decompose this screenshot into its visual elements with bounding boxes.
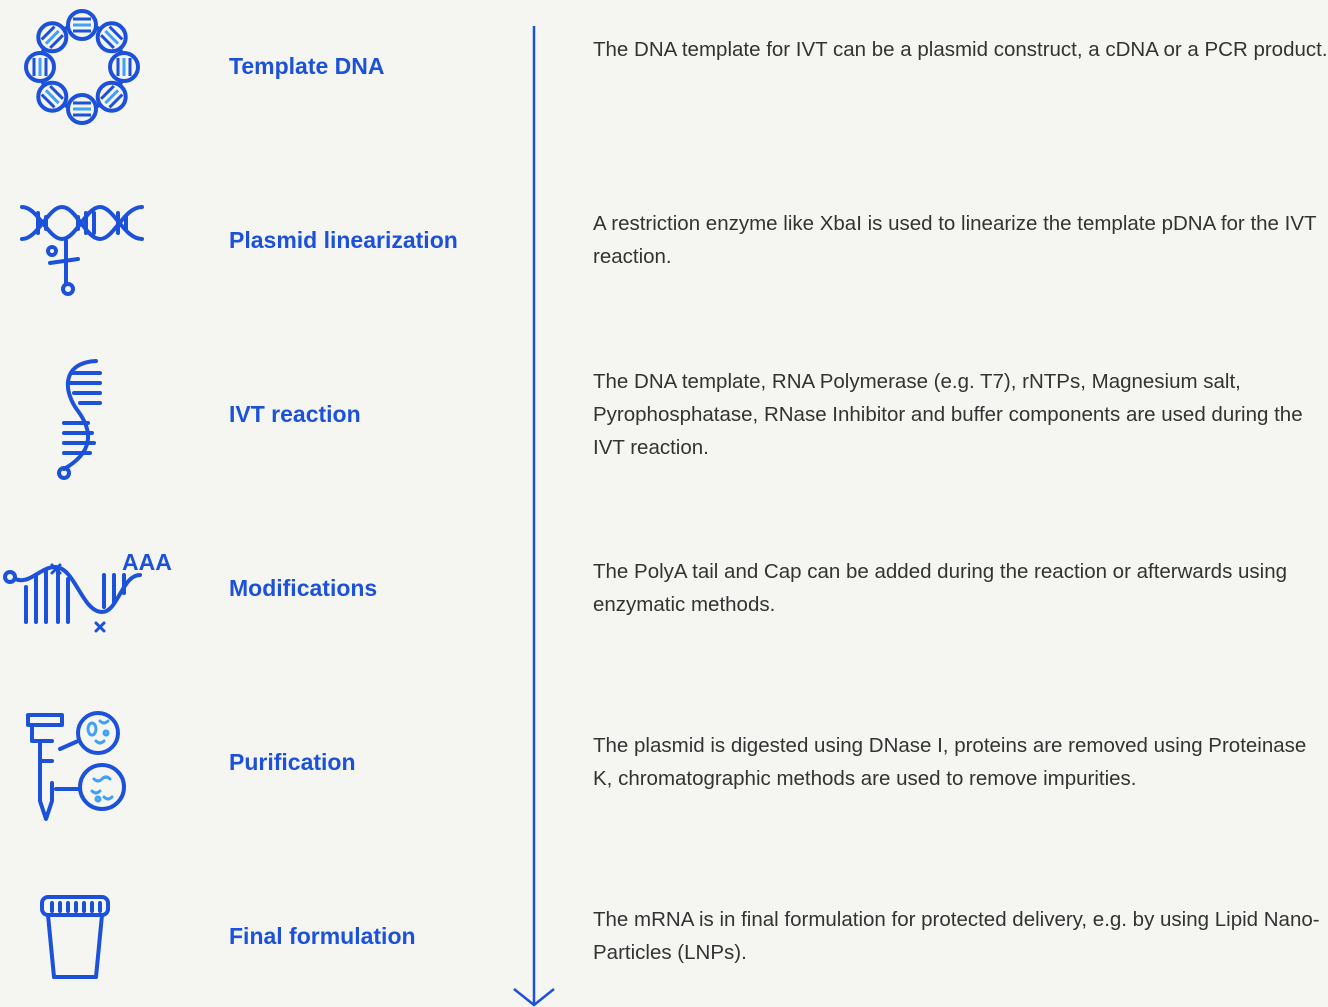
step-description: The PolyA tail and Cap can be added duri… — [593, 560, 1288, 616]
step-description: The DNA template, RNA Polymerase (e.g. T… — [593, 370, 1303, 459]
rna-strand-icon — [0, 353, 190, 480]
dna-bead-stripe — [40, 93, 56, 109]
dna-bead-stripe — [108, 25, 124, 41]
step-plasmid-linearization: Plasmid linearization A restriction enzy… — [0, 179, 1328, 299]
circular-plasmid-dna-icon — [0, 5, 190, 125]
step-title: IVT reaction — [229, 401, 361, 427]
test-tube-petri-dish-icon — [0, 701, 190, 821]
dna-bead-stripe — [44, 89, 60, 105]
dna-bead-stripe — [108, 93, 124, 109]
dna-bead-stripe — [40, 25, 56, 41]
step-description: The mRNA is in final formulation for pro… — [593, 908, 1320, 964]
modified-mrna-icon: AAA — [0, 527, 190, 647]
step-title: Final formulation — [229, 923, 416, 949]
step-final-formulation: Final formulation The mRNA is in final f… — [0, 875, 1328, 995]
step-purification: Purification The plasmid is digested usi… — [0, 701, 1328, 821]
step-ivt-reaction: IVT reaction The DNA template, RNA Polym… — [0, 353, 1328, 480]
step-title: Modifications — [229, 575, 378, 601]
step-modifications: AAA Modifications The PolyA tail and Cap… — [0, 527, 1328, 647]
polya-label: AAA — [122, 549, 172, 575]
step-title: Plasmid linearization — [229, 227, 458, 253]
step-title: Template DNA — [229, 53, 385, 79]
dna-scissors-icon — [0, 179, 190, 299]
step-template-dna: Template DNA The DNA template for IVT ca… — [0, 5, 1328, 125]
dna-bead-stripe — [104, 89, 120, 105]
formulation-cup-icon — [0, 875, 190, 995]
dna-bead-stripe — [49, 85, 64, 100]
step-description: The DNA template for IVT can be a plasmi… — [593, 38, 1328, 61]
dna-bead-stripe — [44, 29, 60, 45]
dna-bead-stripe — [104, 29, 120, 45]
dna-bead-stripe — [49, 34, 64, 49]
step-description: A restriction enzyme like XbaI is used t… — [593, 212, 1317, 268]
dna-bead-stripe — [100, 85, 115, 100]
timeline-arrow — [513, 26, 555, 1007]
dna-bead-stripe — [100, 34, 115, 49]
step-title: Purification — [229, 749, 356, 775]
step-description: The plasmid is digested using DNase I, p… — [593, 734, 1307, 790]
